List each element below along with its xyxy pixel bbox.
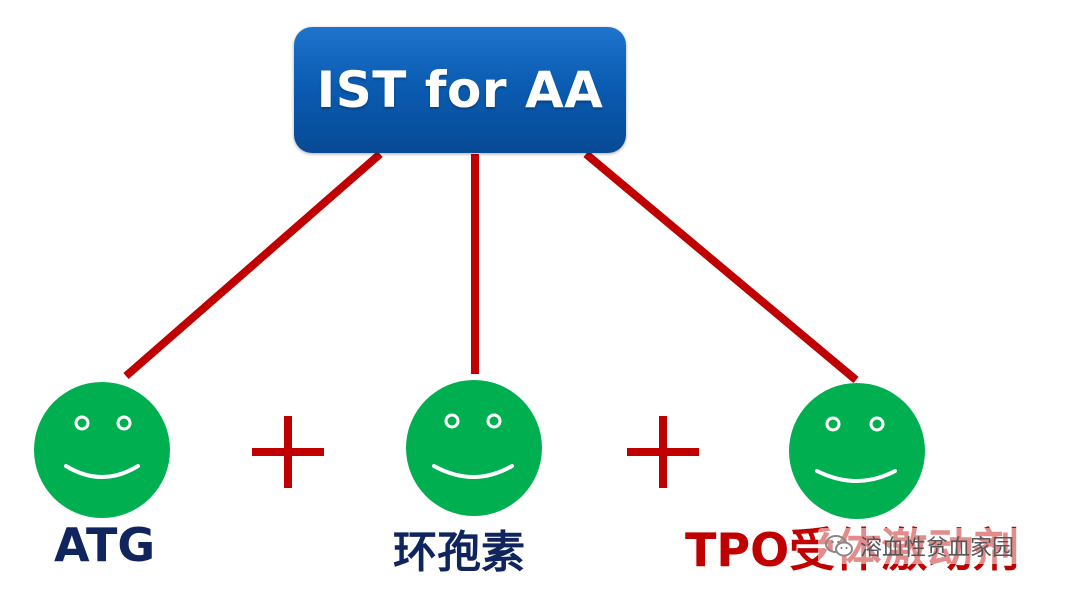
plus-icon	[252, 416, 324, 488]
smiley-face-icon	[789, 383, 925, 519]
root-node-title: IST for AA	[316, 61, 604, 119]
watermark-text: 溶血性贫血家园	[860, 536, 1015, 561]
connector-to-tpo-agonist	[583, 150, 859, 384]
watermark: 溶血性贫血家园	[818, 528, 1021, 564]
wechat-icon	[825, 535, 853, 557]
node-label-cyclosporine: 环孢素	[393, 527, 525, 578]
plus-icon	[627, 416, 699, 488]
smiley-face-icon	[406, 380, 542, 516]
node-label-atg: ATG	[54, 518, 156, 572]
smiley-face-icon	[34, 382, 170, 518]
connector-to-atg	[123, 150, 383, 380]
root-node-box: IST for AA	[294, 27, 626, 153]
